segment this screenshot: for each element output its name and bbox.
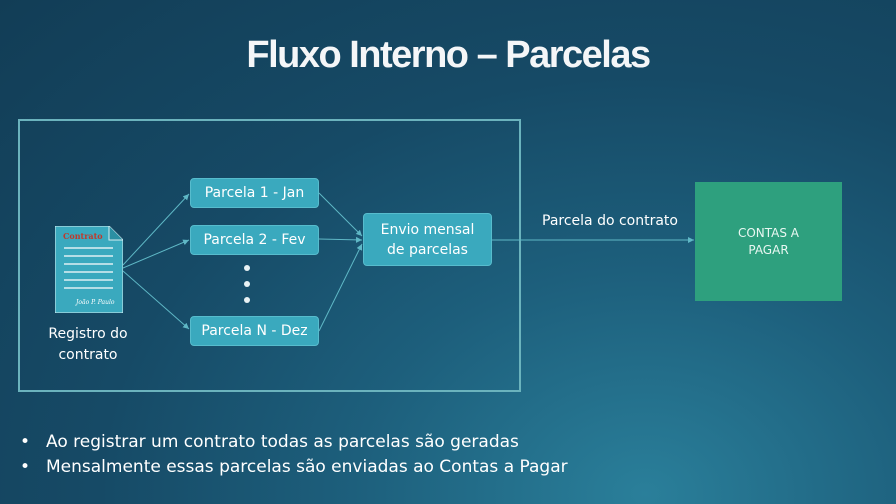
slide-title: Fluxo Interno – Parcelas — [246, 34, 651, 76]
ellipsis-dot — [244, 297, 250, 303]
ellipsis-dot — [244, 281, 250, 287]
contract-document-icon — [55, 226, 123, 313]
internal-flow-frame — [18, 119, 521, 392]
edge-label-parcela-contrato: Parcela do contrato — [542, 213, 678, 229]
bullet-list: Ao registrar um contrato todas as parcel… — [16, 430, 568, 480]
contract-signature: João P. Paulo — [76, 299, 115, 306]
contract-doc-label: Contrato — [63, 231, 103, 241]
parcela-n-box: Parcela N - Dez — [190, 316, 319, 346]
parcela-2-box: Parcela 2 - Fev — [190, 225, 319, 255]
bullet-item: Mensalmente essas parcelas são enviadas … — [16, 455, 568, 480]
contas-a-pagar-box: CONTAS A PAGAR — [695, 182, 842, 301]
parcela-1-box: Parcela 1 - Jan — [190, 178, 319, 208]
contract-caption: Registro do contrato — [48, 326, 128, 363]
envio-mensal-box: Envio mensal de parcelas — [363, 213, 492, 266]
bullet-item: Ao registrar um contrato todas as parcel… — [16, 430, 568, 455]
ellipsis-dot — [244, 265, 250, 271]
